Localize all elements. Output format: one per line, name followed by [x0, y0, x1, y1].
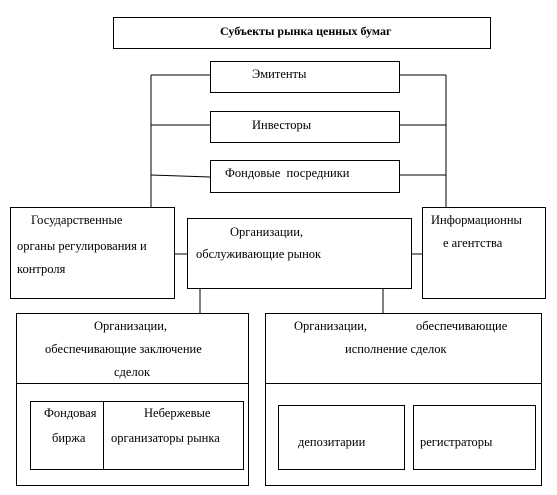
deal-execution-line-2: исполнение сделок	[345, 342, 447, 356]
deal-conclusion-line-3: сделок	[114, 365, 151, 379]
stock-exchange-divider	[103, 401, 104, 470]
deal-execution-divider	[265, 383, 542, 384]
stock-exchange-line-2: биржа	[52, 431, 86, 445]
depositaries-box	[278, 405, 405, 470]
regulators-line-3: контроля	[17, 262, 66, 276]
regulators-line-1: Государственные	[31, 213, 123, 227]
deal-conclusion-line-2: обеспечивающие заключение	[45, 342, 202, 356]
regulators-box	[10, 207, 175, 299]
deal-conclusion-divider	[16, 383, 249, 384]
service-orgs-box	[187, 218, 412, 289]
stock-exchange-line-1: Фондовая	[44, 406, 97, 420]
otc-organizers-line-1: Небержевые	[144, 406, 211, 420]
deal-conclusion-line-1: Организации,	[94, 319, 168, 333]
info-agencies-box	[422, 207, 546, 299]
depositaries-label: депозитарии	[298, 435, 366, 449]
deal-execution-line-1a: Организации,	[294, 319, 368, 333]
deal-execution-line-1b: обеспечивающие	[416, 319, 508, 333]
info-agencies-line-2: е агентства	[443, 236, 503, 250]
issuers-box	[210, 61, 400, 93]
investors-box	[210, 111, 400, 143]
otc-organizers-line-2: организаторы рынка	[111, 431, 220, 445]
intermediaries-box	[210, 160, 400, 193]
regulators-line-2: органы регулирования и	[17, 239, 147, 253]
diagram-title: Субъекты рынка ценных бумаг	[220, 24, 392, 38]
issuers-label: Эмитенты	[252, 67, 307, 81]
info-agencies-line-1: Информационны	[431, 213, 522, 227]
registrars-box	[413, 405, 536, 470]
investors-label: Инвесторы	[252, 118, 312, 132]
connector-intermediaries-left	[150, 174, 211, 178]
title-box	[113, 17, 491, 49]
stock-exchange-box	[30, 401, 244, 470]
service-orgs-line-2: обслуживающие рынок	[196, 247, 322, 261]
registrars-label: регистраторы	[420, 435, 493, 449]
intermediaries-label: Фондовые посредники	[225, 166, 350, 180]
service-orgs-line-1: Организации,	[230, 225, 304, 239]
